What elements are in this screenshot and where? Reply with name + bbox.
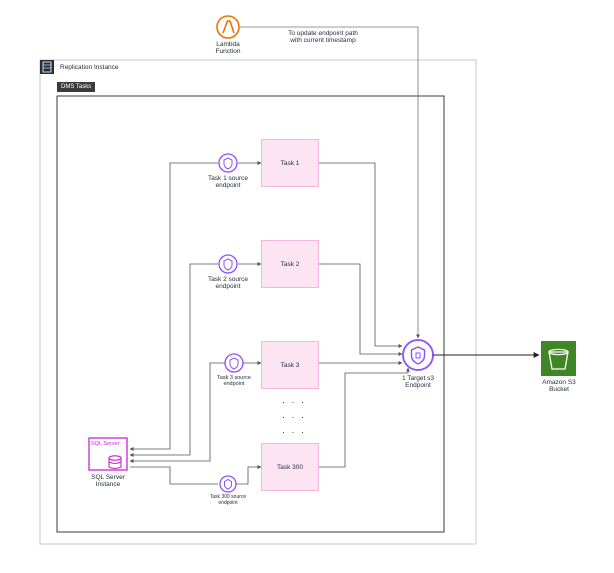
replication-instance-label: Replication Instance	[60, 64, 119, 71]
task-2-box: Task 2	[261, 240, 319, 288]
task2-source-line1: Task 2 source	[207, 276, 249, 283]
lambda-icon	[216, 15, 240, 39]
task2-source-line2: endpoint	[215, 283, 241, 291]
sqlserver-badge: SQL Server	[91, 441, 120, 447]
dms-tasks-group	[56, 95, 445, 533]
connectors	[129, 161, 410, 485]
s3-label: Amazon S3 Bucket	[533, 379, 585, 394]
task3-source-label: Task 3 source endpoint	[209, 375, 259, 388]
endpoint-shield-icon	[402, 339, 434, 371]
task2-source-label: Task 2 source endpoint	[198, 276, 258, 291]
s3-bucket-icon	[541, 341, 576, 376]
database-icon	[88, 437, 128, 471]
task-3-box: Task 3	[261, 341, 319, 389]
lambda-note: To update endpoint path with current tim…	[268, 30, 378, 45]
s3-label-line1: Amazon S3	[542, 379, 576, 386]
task3-source-line2: endpoint	[223, 381, 245, 388]
task300-source-line1: Task 300 source	[209, 494, 247, 500]
server-rack-icon	[40, 60, 54, 74]
lambda-label: Lambda Function	[203, 41, 253, 56]
lambda-connector	[240, 26, 420, 339]
target-label-line1: 1 Target s3	[401, 375, 435, 382]
sqlserver-label: SQL Server Instance	[82, 474, 134, 489]
task-1-box: Task 1	[261, 139, 319, 187]
task300-source-label: Task 300 source endpoint	[200, 494, 256, 507]
lambda-label-line1: Lambda	[216, 41, 240, 48]
sqlserver-label-line1: SQL Server	[91, 474, 125, 481]
ellipsis-1: · · ·	[282, 397, 306, 407]
task-300-box: Task 300	[261, 443, 319, 491]
ellipsis-2: · · ·	[282, 412, 306, 422]
target-endpoint-label: 1 Target s3 Endpoint	[392, 375, 444, 390]
s3-label-line2: Bucket	[549, 386, 569, 394]
target-label-line2: Endpoint	[405, 382, 431, 390]
lambda-label-line2: Function	[215, 48, 241, 56]
ellipsis-3: · · ·	[282, 427, 306, 437]
task3-source-line1: Task 3 source	[217, 375, 251, 381]
task3-source-endpoint-icon	[224, 353, 244, 373]
lambda-note-line1: To update endpoint path	[288, 30, 358, 37]
task1-source-line1: Task 1 source	[207, 175, 249, 182]
task1-source-line2: endpoint	[215, 182, 241, 190]
lambda-note-line2: with current timestamp	[290, 37, 356, 45]
task300-source-endpoint-icon	[219, 475, 237, 493]
dms-tasks-badge: DMS Tasks	[57, 82, 96, 92]
task300-source-line2: endpoint	[218, 499, 238, 506]
task1-source-label: Task 1 source endpoint	[198, 175, 258, 190]
task1-source-endpoint-icon	[218, 153, 238, 173]
task2-source-endpoint-icon	[218, 254, 238, 274]
replication-instance-group	[39, 59, 477, 545]
sqlserver-label-line2: Instance	[95, 481, 121, 489]
